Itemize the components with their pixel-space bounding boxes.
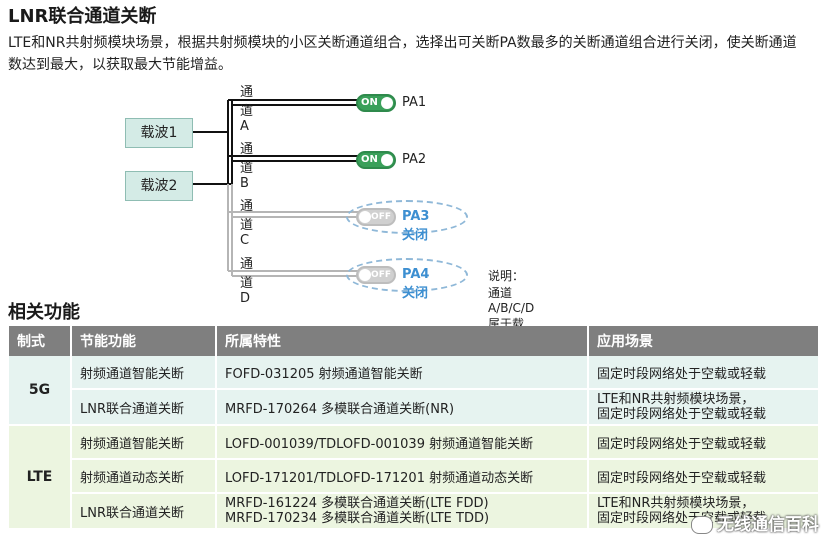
channel-c-label: 通道C [240, 199, 254, 248]
scene-line: 固定时段网络处于空载或轻载 [597, 407, 767, 422]
scene-cell: 固定时段网络处于空载或轻载 [588, 356, 820, 390]
table-row: 射频通道动态关断 LOFD-171201/TDLOFD-171201 射频通道动… [9, 459, 820, 494]
scene-line: LTE和NR共射频模块场景， [597, 392, 755, 407]
feature-cell: MRFD-161224 多模联合通道关断(LTE FDD) MRFD-17023… [216, 493, 589, 530]
function-cell: LNR联合通道关断 [71, 493, 217, 530]
feature-cell: FOFD-031205 射频通道智能关断 [216, 356, 589, 390]
table-row: LTE 射频通道智能关断 LOFD-001039/TDLOFD-001039 射… [9, 425, 820, 530]
scene-line: LTE和NR共射频模块场景， [597, 496, 755, 511]
toggle-off-text: OFF [371, 270, 391, 280]
pa4-off-label: PA4关闭 [402, 267, 430, 301]
feature-cell: LOFD-001039/TDLOFD-001039 射频通道智能关断 [216, 425, 589, 460]
pa2-on-toggle-icon: ON [356, 151, 396, 169]
scene-cell: LTE和NR共射频模块场景， 固定时段网络处于空载或轻载 [588, 389, 820, 426]
channel-a-label: 通道A [240, 85, 254, 134]
pa3-off-label: PA3关闭 [402, 209, 430, 243]
pa1-on-toggle-icon: ON [356, 94, 396, 112]
pa4-off-highlight [346, 258, 468, 292]
pa2-label: PA2 [402, 152, 427, 167]
table-row: LNR联合通道关断 MRFD-170264 多模联合通道关断(NR) LTE和N… [9, 389, 820, 426]
header-scene: 应用场景 [588, 326, 820, 356]
diagram-lines [193, 99, 368, 277]
group-label-lte: LTE [9, 425, 72, 530]
page-title: LNR联合通道关断 [8, 6, 157, 27]
header-feature: 所属特性 [216, 326, 589, 356]
table-row: 5G 射频通道智能关断 FOFD-031205 射频通道智能关断 固定时段网络处… [9, 356, 820, 426]
feature-cell: MRFD-170264 多模联合通道关断(NR) [216, 389, 589, 426]
section-title: 相关功能 [8, 302, 80, 323]
toggle-on-text: ON [361, 154, 378, 165]
toggle-knob [359, 211, 371, 223]
watermark: 无线通信百科 [691, 510, 819, 535]
header-function: 节能功能 [71, 326, 217, 356]
pa3-off-toggle-icon: OFF [356, 208, 396, 226]
toggle-knob [359, 269, 371, 281]
carrier-2-box: 载波2 [125, 171, 193, 201]
pa3-off-highlight [346, 200, 468, 234]
table-header-row: 制式 节能功能 所属特性 应用场景 [9, 326, 820, 356]
function-cell: LNR联合通道关断 [71, 389, 217, 426]
function-cell: 射频通道动态关断 [71, 459, 217, 494]
scene-line: 固定时段网络处于空载或轻载 [597, 511, 767, 526]
feature-line: MRFD-161224 多模联合通道关断(LTE FDD) [225, 496, 489, 511]
description: LTE和NR共射频模块场景，根据共射频模块的小区关断通道组合，选择出可关断PA数… [8, 35, 797, 73]
channel-b-label: 通道B [240, 142, 254, 191]
table-row: LNR联合通道关断 MRFD-161224 多模联合通道关断(LTE FDD) … [9, 493, 820, 530]
group-label-5g: 5G [9, 356, 72, 426]
header-mode: 制式 [9, 326, 72, 356]
watermark-text: 无线通信百科 [717, 515, 819, 535]
pa1-label: PA1 [402, 95, 427, 110]
scene-cell: 固定时段网络处于空载或轻载 [588, 459, 820, 494]
wechat-icon [691, 516, 713, 534]
toggle-knob [381, 97, 393, 109]
scene-cell: 固定时段网络处于空载或轻载 [588, 425, 820, 460]
channel-d-label: 通道D [240, 257, 254, 306]
function-cell: 射频通道智能关断 [71, 425, 217, 460]
function-cell: 射频通道智能关断 [71, 356, 217, 390]
pa4-off-toggle-icon: OFF [356, 266, 396, 284]
toggle-knob [381, 154, 393, 166]
toggle-off-text: OFF [371, 212, 391, 222]
carrier-1-box: 载波1 [125, 118, 193, 148]
feature-line: MRFD-170234 多模联合通道关断(LTE TDD) [225, 511, 490, 526]
toggle-on-text: ON [361, 97, 378, 108]
features-table: 制式 节能功能 所属特性 应用场景 5G 射频通道智能关断 FOFD-03120… [9, 326, 820, 530]
feature-cell: LOFD-171201/TDLOFD-171201 射频通道动态关断 [216, 459, 589, 494]
